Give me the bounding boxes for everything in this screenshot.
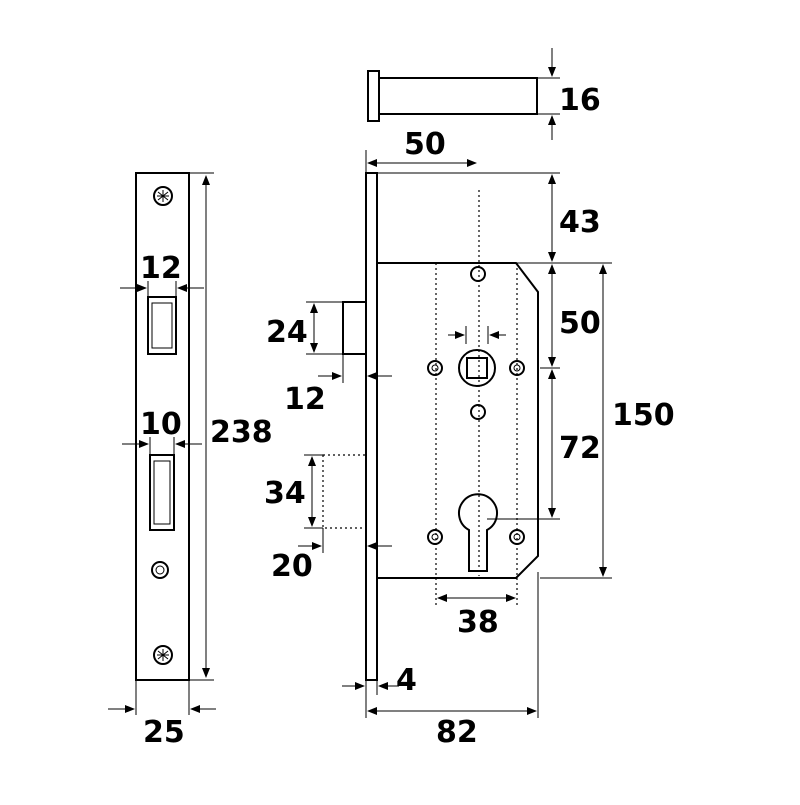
cylinder-cutout-icon	[458, 493, 498, 572]
spindle-head	[367, 70, 380, 122]
dim-centers: 72	[559, 431, 601, 466]
round-hole-icon	[151, 561, 169, 579]
dim-case-top-to-spindle: 50	[559, 306, 601, 341]
striker-plate-view: 12 10 238 25	[108, 172, 273, 750]
top-hole-icon	[470, 266, 486, 282]
dim-striker-width: 12	[140, 251, 182, 286]
dim-fixing-spacing: 38	[457, 605, 499, 640]
bottom-screw-icon	[153, 645, 173, 665]
spindle-hub-icon	[458, 349, 496, 387]
lock-faceplate	[365, 172, 378, 681]
dim-backset: 50	[404, 127, 446, 162]
spindle-bar	[378, 77, 538, 115]
dim-overall-depth: 82	[436, 715, 478, 750]
lock-case	[377, 262, 539, 579]
fixing-hole-right-upper	[509, 360, 525, 376]
dim-latch-throw: 12	[284, 382, 326, 417]
latch-opening	[147, 296, 177, 355]
dim-deadbolt-height: 34	[264, 476, 306, 511]
bolt-opening	[149, 454, 175, 531]
dim-faceplate-thickness: 4	[396, 663, 417, 698]
top-screw-icon	[153, 186, 173, 206]
dim-latch-height: 24	[266, 315, 308, 350]
dim-latch-opening-width: 10	[140, 407, 182, 442]
striker-plate	[135, 172, 190, 681]
mid-hole-icon	[470, 404, 486, 420]
dim-case-height: 150	[612, 398, 675, 433]
dim-top-offset: 43	[559, 205, 601, 240]
deadbolt	[322, 454, 367, 529]
dim-faceplate-length: 238	[210, 415, 273, 450]
fixing-hole-right-lower	[509, 529, 525, 545]
lock-body-view: 50 43 50 72 150 24 12 34	[264, 127, 675, 750]
dim-spindle: 16	[559, 83, 601, 118]
spindle-view: 16	[367, 48, 601, 140]
dim-deadbolt-throw: 20	[271, 549, 313, 584]
dim-faceplate-width: 25	[143, 715, 185, 750]
latch-bolt	[342, 301, 367, 355]
fixing-hole-left-upper	[427, 360, 443, 376]
fixing-hole-left-lower	[427, 529, 443, 545]
